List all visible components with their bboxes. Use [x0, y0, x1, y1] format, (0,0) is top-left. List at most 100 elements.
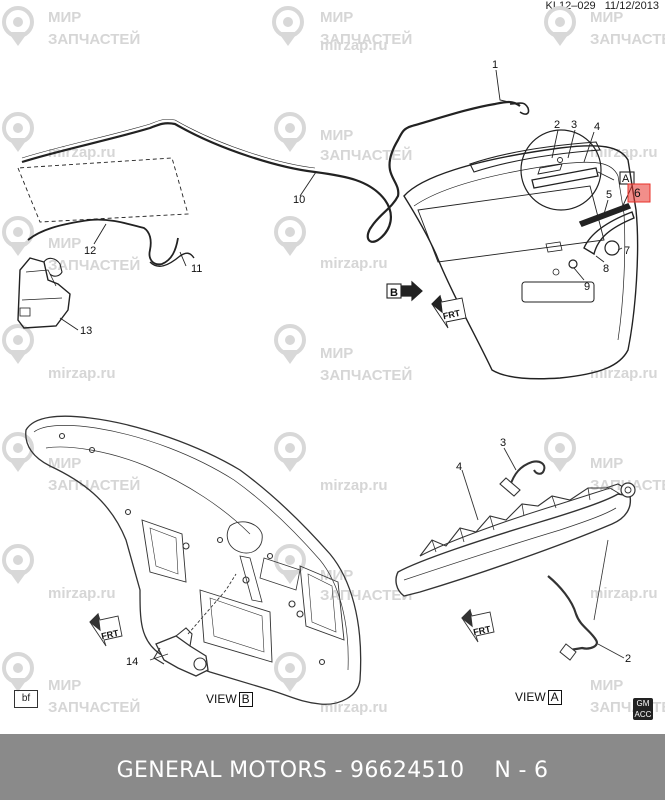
watermark-text-2: ЗАПЧАСТЕЙ — [48, 698, 140, 716]
watermark-layer: МИР ЗАПЧАСТЕЙ МИР ЗАПЧАСТЕЙ МИР ЗАПЧАСТЕ… — [2, 6, 665, 716]
view-b-text: VIEW — [206, 692, 237, 706]
callout-3: 3 — [571, 119, 577, 131]
detail-a-content — [531, 157, 599, 189]
washer-hose-2 — [547, 575, 598, 652]
hose-11 — [149, 252, 195, 267]
callout-7: 7 — [624, 245, 630, 257]
watermark-site: mirzap.ru — [48, 144, 116, 161]
footer-page: N - 6 — [494, 758, 549, 783]
watermark-text-2: ЗАПЧАСТЕЙ — [320, 586, 412, 604]
wiper-motor — [153, 627, 209, 677]
view-a-diagram — [395, 447, 636, 661]
watermark-site: mirzap.ru — [320, 255, 388, 272]
washer-reservoir — [17, 257, 71, 329]
watermark-text-2: ЗАПЧАСТЕЙ — [590, 30, 665, 48]
watermark-text-1: МИР — [48, 235, 81, 252]
washer-hose-inner — [21, 118, 316, 169]
liftgate-top — [403, 145, 639, 380]
callout-3-view-a: 3 — [500, 437, 506, 449]
watermark-site: mirzap.ru — [48, 585, 116, 602]
watermark-site: mirzap.ru — [590, 585, 658, 602]
frt-label-top: FRT — [442, 308, 462, 322]
watermark-text-1: МИР — [48, 455, 81, 472]
drawing-date: 11/12/2013 — [604, 0, 659, 12]
watermark-logo — [274, 432, 306, 474]
callout-13: 13 — [80, 325, 92, 337]
frt-arrow-view-a — [461, 608, 495, 643]
watermark-logo — [2, 432, 34, 474]
callout-6-highlight: 6 — [627, 183, 651, 203]
watermark-text-1: МИР — [590, 455, 623, 472]
watermark-site: mirzap.ru — [590, 365, 658, 382]
view-a-text: VIEW — [515, 690, 546, 704]
watermark-text-2: ЗАПЧАСТЕЙ — [48, 476, 140, 494]
reservoir-dashed-outline — [17, 157, 189, 223]
callouts-view-a: 3 4 2 FRT — [456, 437, 631, 665]
frt-arrow-view-b — [89, 612, 123, 647]
callout-1: 1 — [492, 59, 498, 71]
footer-dash: - — [334, 758, 343, 783]
watermark-logo — [274, 112, 306, 154]
box-a-letter: A — [622, 173, 630, 185]
watermark-logo — [274, 216, 306, 258]
washer-hose — [21, 100, 521, 243]
washer-hose-3 — [509, 460, 546, 487]
watermark-text-2: ЗАПЧАСТЕЙ — [320, 30, 412, 48]
watermark-text-1: МИР — [320, 127, 353, 144]
detail-circle-a — [520, 129, 602, 211]
watermark-logo — [272, 6, 304, 48]
leader-lines-top — [59, 69, 633, 331]
watermark-text-2: ЗАПЧАСТЕЙ — [590, 698, 665, 716]
watermark-text-1: МИР — [48, 677, 81, 694]
watermark-logo — [2, 324, 34, 366]
watermark-text-1: МИР — [590, 677, 623, 694]
frt-arrow-top — [431, 294, 467, 329]
callout-6: 6 — [634, 186, 641, 200]
callout-4: 4 — [594, 121, 600, 133]
callouts-top: 1 2 3 4 5 7 8 9 10 11 12 13 A B FRT — [80, 59, 630, 337]
view-b-arrow-top — [386, 280, 423, 302]
wiper-nut — [568, 259, 578, 269]
view-b-diagram — [25, 415, 362, 705]
spoiler-strip — [469, 141, 601, 173]
callout-12: 12 — [84, 245, 96, 257]
watermark-logo — [2, 544, 34, 586]
watermark-logo — [274, 652, 306, 694]
gm-logo: GM ACC — [633, 698, 653, 720]
watermark-logo — [544, 6, 576, 48]
callout-9: 9 — [584, 281, 590, 293]
watermark-site: mirzap.ru — [320, 37, 388, 54]
gm-logo-line1: GM — [636, 699, 650, 708]
watermark-site: mirzap.ru — [590, 144, 658, 161]
wiper-arm — [583, 211, 635, 256]
watermark-text-1: МИР — [320, 345, 353, 362]
callout-10: 10 — [293, 194, 305, 206]
view-a-letter: A — [547, 690, 562, 705]
watermark-site: mirzap.ru — [320, 699, 388, 716]
callout-2: 2 — [554, 119, 560, 131]
box-a-marker — [619, 171, 635, 185]
gm-logo-line2: ACC — [634, 710, 652, 719]
callout-4-view-a: 4 — [456, 461, 462, 473]
frt-label-view-b: FRT — [100, 628, 120, 642]
watermark-logo — [544, 432, 576, 474]
brake-light-housing — [395, 493, 632, 597]
watermark-logo — [2, 652, 34, 694]
watermark-text-1: МИР — [48, 9, 81, 26]
view-b-letter: B — [238, 692, 253, 707]
callout-14: 14 — [126, 656, 138, 668]
watermark-text-2: ЗАПЧАСТЕЙ — [320, 146, 412, 164]
watermark-logo — [2, 216, 34, 258]
footer-part-number: 96624510 — [350, 758, 465, 783]
watermark-logo — [2, 6, 34, 48]
watermark-text-1: МИР — [590, 9, 623, 26]
watermark-logo — [274, 544, 306, 586]
watermark-logo — [274, 324, 306, 366]
watermark-text-2: ЗАПЧАСТЕЙ — [48, 30, 140, 48]
footer-brand: GENERAL MOTORS — [116, 758, 328, 783]
watermark-site: mirzap.ru — [320, 477, 388, 494]
wiper-motor-cap — [604, 240, 620, 256]
liftgate-inner-outline — [25, 415, 362, 705]
